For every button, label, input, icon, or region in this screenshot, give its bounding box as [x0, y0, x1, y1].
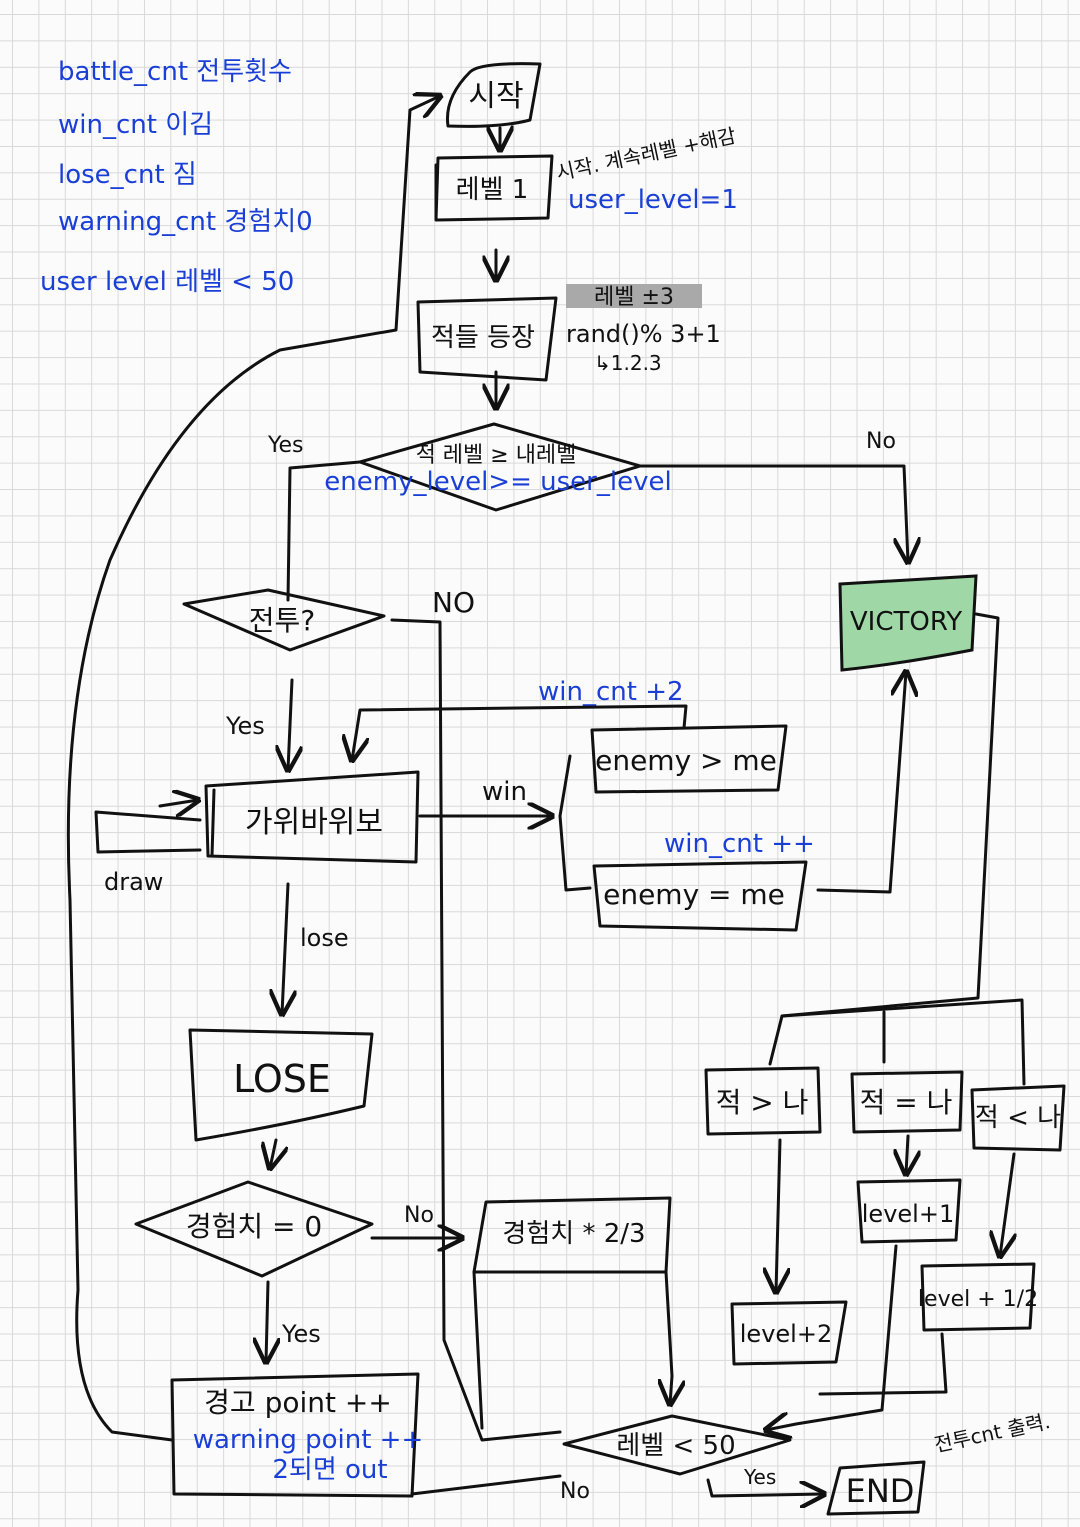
exp-mul-node: 경험치 * 2/3	[472, 1196, 674, 1430]
exp-zero-decision: 경험치 = 0	[134, 1180, 374, 1278]
legend-battle-cnt: battle_cnt 전투횟수	[58, 57, 292, 87]
edge-lt-half	[1000, 1152, 1014, 1256]
exp-mul-label: 경험치 * 2/3	[502, 1219, 645, 1249]
edge-draw-loop	[94, 810, 202, 854]
victory-label: VICTORY	[850, 607, 962, 637]
edge-warning-levelcheck	[410, 1474, 562, 1496]
edge-victory-lt	[780, 998, 1026, 1086]
edge-label-yes-exp: Yes	[281, 1320, 321, 1348]
edge-compare-battle	[286, 460, 362, 602]
levelcheck-label: 레벨 < 50	[616, 1431, 735, 1461]
start-node: 시작	[445, 62, 542, 128]
legend-win-cnt: win_cnt 이김	[58, 110, 213, 140]
edge-label-yes-battle: Yes	[225, 712, 265, 740]
rps-node: 가위바위보	[204, 770, 420, 864]
edge-label-win-cnt-plusplus: win_cnt ++	[664, 829, 815, 859]
lvl-half-label: level + 1/2	[918, 1287, 1038, 1312]
cmp-eq-label: 적 = 나	[860, 1086, 953, 1119]
battle-decision: 전투?	[182, 588, 386, 652]
edge-expmul-levelcheck	[670, 1374, 672, 1404]
enemy-appear-node: 적들 등장	[416, 296, 558, 382]
edge-label-win: win	[482, 777, 527, 807]
edge-eq-plus1	[906, 1134, 908, 1174]
win-eq-node: enemy = me	[592, 860, 808, 932]
win-gt-node: enemy > me	[590, 724, 788, 794]
win-eq-label: enemy = me	[603, 878, 785, 911]
edge-lose-exp	[270, 1138, 276, 1168]
cmp-eq-node: 적 = 나	[850, 1070, 964, 1134]
edge-victory-compare	[768, 612, 1000, 1066]
enemy-rand: rand()% 3+1	[566, 320, 721, 348]
legend-user-level: user level 레벨 < 50	[40, 267, 294, 297]
start-label: 시작	[468, 79, 523, 114]
level1-label: 레벨 1	[456, 175, 529, 205]
legend-lose-cnt: lose_cnt 짐	[58, 160, 197, 190]
enemy-level-hint: 레벨 ±3	[594, 285, 674, 310]
edge-battle-no	[390, 618, 562, 1442]
warning-note2: 2되면 out	[272, 1455, 387, 1485]
edge-plus1-levelcheck	[766, 1244, 898, 1430]
battle-label: 전투?	[249, 604, 315, 637]
lose-node: LOSE	[188, 1028, 374, 1142]
end-note: 전투cnt 출력.	[932, 1409, 1052, 1457]
victory-node: VICTORY	[838, 574, 978, 672]
edge-label-yes1: Yes	[267, 433, 304, 458]
edge-label-win-cnt-plus2: win_cnt +2	[538, 677, 684, 707]
rps-label: 가위바위보	[245, 805, 383, 840]
compare-label: 적 레벨 ≥ 내레벨	[416, 443, 577, 468]
lvl-half-node: level + 1/2	[918, 1262, 1038, 1332]
edge-half-down	[818, 1332, 948, 1396]
edge-label-yes-end: Yes	[743, 1465, 776, 1489]
edge-label-lose: lose	[300, 924, 349, 952]
level1-note: 시작. 계속레벨 +해감	[554, 123, 738, 185]
warning-label: 경고 point ++	[204, 1386, 392, 1419]
edge-battle-rps	[288, 678, 292, 770]
edge-label-no1: No	[866, 429, 896, 454]
win-gt-label: enemy > me	[595, 744, 777, 777]
lvl-plus1-node: level+1	[856, 1178, 962, 1244]
edge-wineq-victory	[816, 672, 906, 894]
edge-label-no-end: No	[560, 1479, 590, 1504]
edge-wingt-rps	[352, 704, 688, 760]
cmp-gt-node: 적 > 나	[704, 1066, 822, 1136]
lvl-plus2-node: level+2	[730, 1300, 848, 1366]
lvl-plus1-label: level+1	[862, 1200, 954, 1228]
edge-win-split	[558, 754, 592, 892]
end-label: END	[846, 1472, 915, 1510]
level1-code: user_level=1	[568, 185, 738, 215]
compare-decision: 적 레벨 ≥ 내레벨 enemy_level>= user_level	[324, 422, 672, 512]
lose-label: LOSE	[233, 1057, 331, 1101]
edge-gt-plus2	[776, 1138, 780, 1292]
cmp-lt-label: 적 < 나	[975, 1103, 1061, 1133]
edge-label-draw: draw	[104, 868, 163, 896]
legend-warning-cnt: warning_cnt 경험치0	[58, 207, 313, 237]
edge-label-no-battle: NO	[432, 586, 475, 619]
cmp-lt-node: 적 < 나	[970, 1084, 1066, 1152]
cmp-gt-label: 적 > 나	[716, 1086, 809, 1119]
levelcheck-decision: 레벨 < 50	[562, 1414, 792, 1476]
edge-exp-warning	[266, 1280, 268, 1362]
legend: battle_cnt 전투횟수 win_cnt 이김 lose_cnt 짐 wa…	[40, 57, 313, 297]
enemy-level-highlight	[566, 284, 702, 308]
edge-warning-loop	[66, 96, 440, 1442]
warning-node: 경고 point ++ warning point ++ 2되면 out	[170, 1372, 424, 1498]
level1-node: 레벨 1	[434, 154, 554, 222]
exp-zero-label: 경험치 = 0	[186, 1210, 322, 1243]
end-node: END	[826, 1460, 926, 1516]
edge-compare-victory	[638, 464, 908, 562]
enemy-appear-label: 적들 등장	[431, 323, 535, 353]
warning-note1: warning point ++	[193, 1425, 424, 1455]
edge-label-no-exp: No	[404, 1203, 434, 1228]
enemy-rand-result: ↳1.2.3	[594, 351, 662, 375]
edge-levelcheck-end	[706, 1478, 824, 1496]
edge-rps-lose	[282, 882, 288, 1014]
compare-code: enemy_level>= user_level	[324, 467, 671, 497]
edge-draw-arrow	[158, 800, 198, 806]
lvl-plus2-label: level+2	[740, 1320, 832, 1348]
